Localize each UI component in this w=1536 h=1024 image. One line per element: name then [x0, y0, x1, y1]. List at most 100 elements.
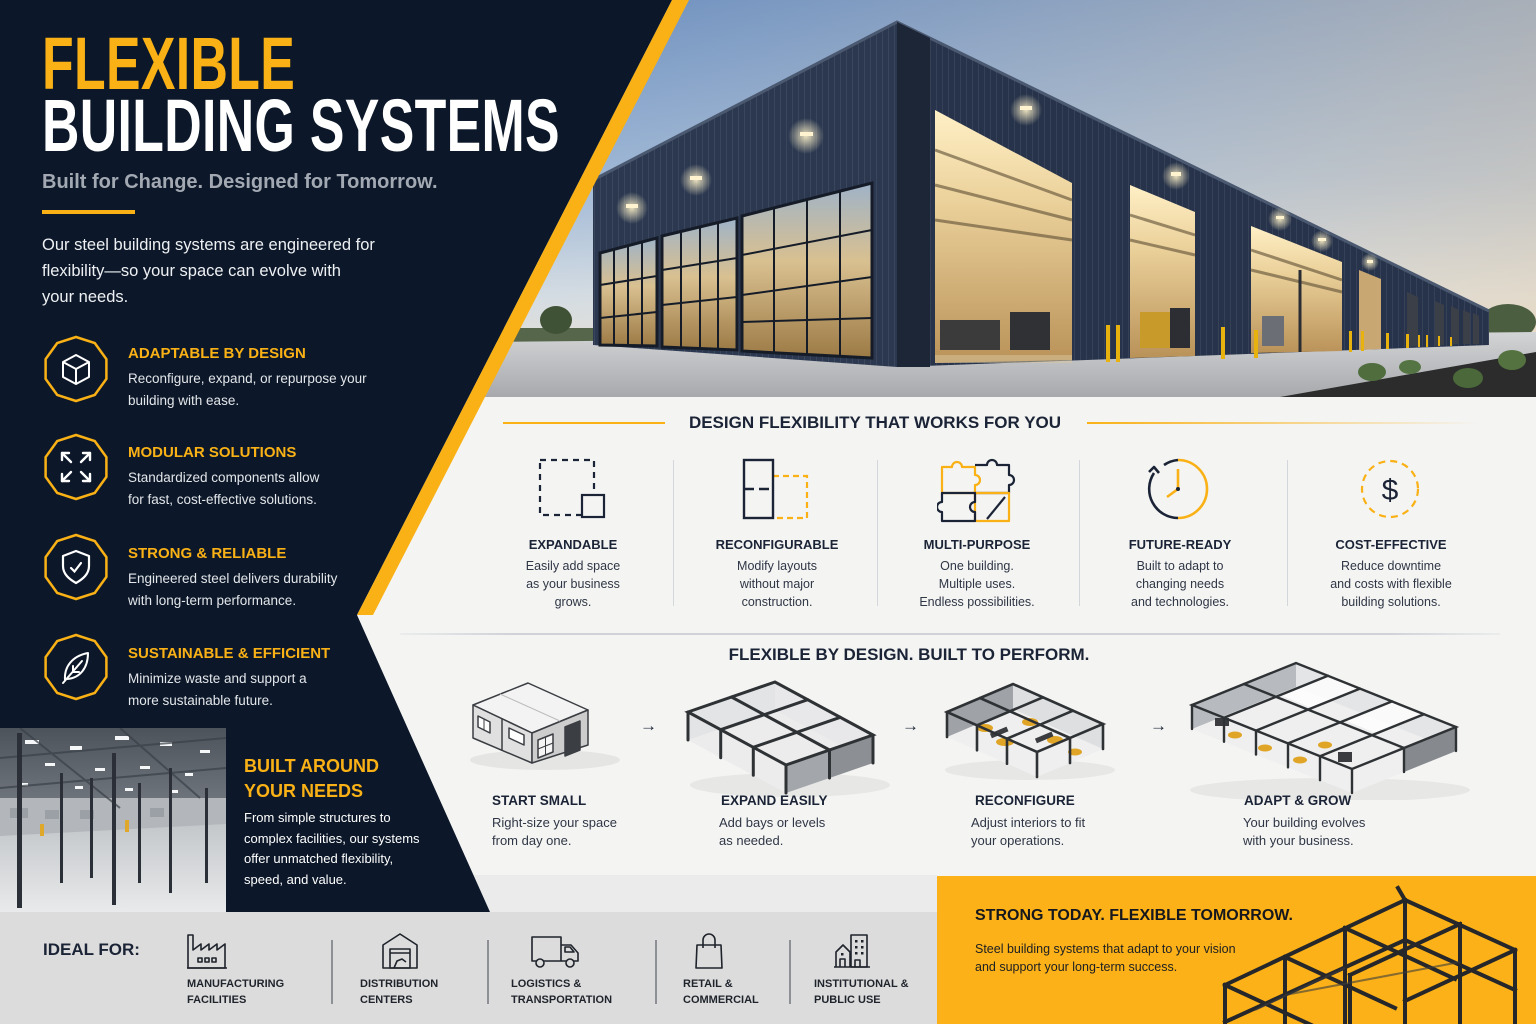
feature-desc-line: Minimize waste and support a [128, 671, 307, 686]
building-stages-illustration [470, 661, 1470, 800]
step-desc-line: Your building evolves [1243, 814, 1366, 830]
column-divider [877, 460, 878, 606]
built-around-body-line: offer unmatched flexibility, [244, 851, 394, 866]
arrow-icon: → [1150, 716, 1167, 735]
flex-item-reconfigurable: RECONFIGURABLE Modify layouts without ma… [679, 455, 875, 615]
ideal-for-label: IDEAL FOR: [43, 940, 140, 959]
feature-desc-line: more sustainable future. [128, 693, 273, 708]
flex-item-multi-purpose: MULTI-PURPOSE One building. Multiple use… [879, 455, 1075, 615]
design-flexibility-title: DESIGN FLEXIBILITY THAT WORKS FOR YOU [688, 413, 1062, 432]
shopping-bag-icon [695, 933, 723, 969]
ideal-for-item-label: INSTITUTIONAL & PUBLIC USE [814, 976, 909, 1008]
ideal-label-line: LOGISTICS & [511, 978, 582, 990]
built-around-body-line: From simple structures to [244, 810, 391, 825]
flex-desc-line: without major [739, 576, 815, 591]
flex-item-title: FUTURE-READY [1128, 536, 1232, 552]
expand-square-icon [538, 458, 606, 519]
step-description: Your building evolves with your business… [1243, 814, 1365, 850]
truck-icon [531, 936, 579, 968]
ideal-label-line: TRANSPORTATION [511, 994, 613, 1006]
reconfigure-illustration [943, 682, 1107, 779]
built-around-title-line: YOUR NEEDS [244, 781, 364, 801]
step-desc-line: Right-size your space [492, 814, 617, 830]
cta-title: STRONG TODAY. FLEXIBLE TOMORROW. [975, 906, 1293, 924]
feature-desc-line: Engineered steel delivers durability [128, 571, 338, 586]
flex-desc-line: as your business [526, 576, 620, 591]
flex-desc-line: One building. [940, 558, 1014, 573]
ideal-label-line: COMMERCIAL [683, 994, 759, 1006]
built-around-body-line: speed, and value. [244, 871, 347, 887]
flex-item-future-ready: FUTURE-READY Built to adapt to changing … [1082, 455, 1278, 615]
intro-line: flexibility—so your space can evolve wit… [42, 262, 341, 280]
city-buildings-icon [834, 934, 870, 968]
built-around-body: From simple structures to complex facili… [244, 808, 420, 890]
step-title: ADAPT & GROW [1244, 793, 1352, 808]
feature-description: Standardized components allow for fast, … [128, 467, 319, 511]
ideal-label-line: RETAIL & [683, 978, 733, 990]
flex-desc-line: Multiple uses. [938, 576, 1016, 591]
flex-item-title: MULTI-PURPOSE [923, 536, 1031, 552]
step-description: Adjust interiors to fit your operations. [971, 814, 1085, 850]
feature-desc-line: for fast, cost-effective solutions. [128, 492, 317, 507]
cube-icon [44, 335, 108, 403]
feature-description: Minimize waste and support a more sustai… [128, 668, 307, 712]
ideal-for-item-label: DISTRIBUTION CENTERS [360, 976, 438, 1008]
hero-building-photo [0, 0, 1536, 397]
adapt-grow-illustration [1188, 661, 1460, 795]
flex-desc-line: changing needs [1135, 576, 1225, 591]
expand-arrows-icon [44, 433, 108, 501]
built-around-title-line: BUILT AROUND [244, 756, 379, 776]
ideal-label-line: INSTITUTIONAL & [814, 978, 909, 990]
feature-description: Engineered steel delivers durability wit… [128, 568, 337, 612]
feature-title: MODULAR SOLUTIONS [128, 444, 297, 461]
cta-body-line: and support your long-term success. [975, 959, 1178, 974]
ideal-for-item-label: LOGISTICS & TRANSPORTATION [511, 976, 612, 1008]
feature-title: STRONG & RELIABLE [128, 545, 287, 562]
flex-item-description: Modify layouts without major constructio… [679, 557, 875, 611]
flex-desc-line: construction. [741, 594, 813, 609]
perform-title: FLEXIBLE BY DESIGN. BUILT TO PERFORM. [728, 645, 1090, 664]
step-desc-line: your operations. [971, 832, 1065, 848]
section-rule-right [1087, 422, 1480, 424]
feature-desc-line: Reconfigure, expand, or repurpose your [128, 371, 367, 386]
column-divider [1079, 460, 1080, 606]
item-divider [655, 940, 657, 1004]
intro-paragraph: Our steel building systems are engineere… [42, 232, 375, 310]
steel-frame-illustration [1222, 885, 1518, 1024]
column-divider [673, 460, 674, 606]
step-desc-line: with your business. [1243, 832, 1354, 848]
feature-desc-line: Standardized components allow [128, 470, 320, 485]
step-desc-line: Adjust interiors to fit [971, 814, 1086, 830]
intro-line: Our steel building systems are engineere… [42, 236, 375, 254]
flex-desc-line: Easily add space [525, 558, 621, 573]
item-divider [331, 940, 333, 1004]
intro-line: your needs. [42, 288, 129, 306]
tagline-underline [42, 210, 135, 214]
shield-check-icon [44, 533, 108, 601]
flex-item-description: Built to adapt to changing needs and tec… [1082, 557, 1278, 611]
flex-desc-line: grows. [554, 594, 592, 609]
ideal-for-item-label: RETAIL & COMMERCIAL [683, 976, 759, 1008]
cta-body: Steel building systems that adapt to you… [975, 940, 1236, 976]
flex-item-cost-effective: $ COST-EFFECTIVE Reduce downtime and cos… [1293, 455, 1489, 615]
warehouse-interior-photo [0, 728, 226, 912]
flex-desc-line: Reduce downtime [1340, 558, 1442, 573]
dollar-symbol: $ [1382, 474, 1399, 507]
flex-item-expandable: EXPANDABLE Easily add space as your busi… [475, 455, 671, 615]
step-title: START SMALL [492, 793, 587, 808]
flex-desc-line: and costs with flexible [1330, 576, 1452, 591]
cta-panel [937, 876, 1536, 1024]
ideal-label-line: DISTRIBUTION [360, 978, 439, 990]
flex-desc-line: Modify layouts [737, 558, 817, 573]
yellow-accent-stripe [357, 0, 689, 615]
leaf-icon [44, 633, 108, 701]
flex-desc-line: building solutions. [1341, 594, 1441, 609]
step-description: Right-size your space from day one. [492, 814, 617, 850]
puzzle-icon [937, 458, 1016, 523]
warehouse-icon [382, 933, 418, 969]
title-line-1: FLEXIBLE [42, 22, 296, 105]
ideal-for-bar [0, 912, 937, 1024]
arrow-icon: → [902, 716, 919, 735]
tagline: Built for Change. Designed for Tomorrow. [42, 171, 438, 193]
